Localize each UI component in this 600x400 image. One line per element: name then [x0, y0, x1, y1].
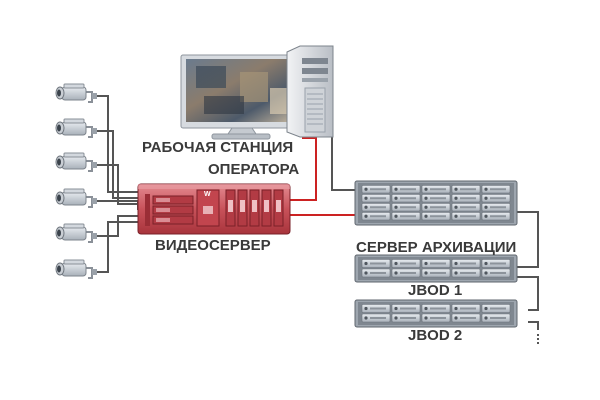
archive-server-rack	[355, 181, 517, 225]
workstation-label-line2: ОПЕРАТОРА	[208, 161, 299, 178]
archive-server-label: СЕРВЕР АРХИВАЦИИ	[356, 239, 516, 256]
workstation-label-line1: РАБОЧАЯ СТАНЦИЯ	[142, 139, 293, 156]
camera-icon	[56, 189, 97, 207]
camera-icon	[56, 119, 97, 137]
jbod2-rack	[355, 300, 517, 327]
operator-monitor	[181, 55, 302, 139]
continuation-dots	[537, 334, 539, 344]
jbod2-label: JBOD 2	[408, 327, 462, 344]
camera-group	[56, 84, 97, 278]
camera-cables	[96, 96, 138, 272]
camera-icon	[56, 224, 97, 242]
jbod1-rack	[355, 255, 517, 282]
server-badge: W	[204, 191, 211, 198]
video-links	[290, 138, 355, 215]
video-server	[138, 184, 290, 234]
camera-icon	[56, 153, 97, 171]
camera-icon	[56, 260, 97, 278]
video-server-label: ВИДЕОСЕРВЕР	[155, 237, 271, 254]
operator-tower	[287, 46, 333, 137]
camera-icon	[56, 84, 97, 102]
jbod1-label: JBOD 1	[408, 282, 462, 299]
